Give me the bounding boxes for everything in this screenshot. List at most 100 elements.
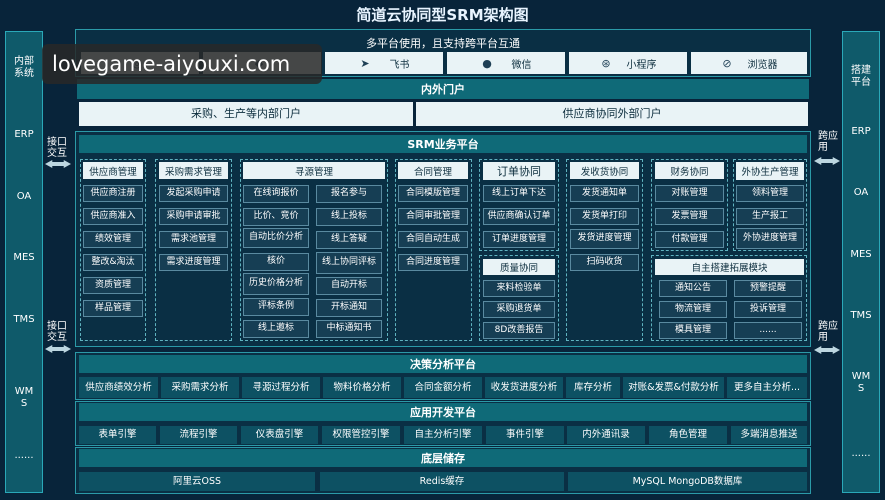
module-supplier-item[interactable]: 绩效管理 — [83, 231, 143, 248]
module-extension-item[interactable]: 投诉管理 — [734, 301, 802, 318]
module-order-item[interactable]: 订单进度管理 — [483, 231, 555, 248]
module-delivery-item[interactable]: 发货通知单 — [570, 185, 639, 202]
module-order-item[interactable]: 线上订单下达 — [483, 185, 555, 202]
module-contract-item[interactable]: 合同审批管理 — [398, 208, 468, 225]
module-outsource-item[interactable]: 生产报工 — [736, 208, 804, 225]
module-quality-head[interactable]: 质量协同 — [483, 259, 555, 275]
module-sourcing-head[interactable]: 寻源管理 — [243, 162, 385, 179]
module-sourcing-left-item[interactable]: 自动比价分析 — [243, 228, 309, 248]
module-supplier-item[interactable]: 供应商注册 — [83, 185, 143, 202]
module-sourcing-right-item[interactable]: 线上投标 — [316, 208, 382, 226]
platform-feishu[interactable]: ➤ 飞书 — [325, 52, 443, 74]
module-sourcing-right-item[interactable]: 线上协同评标 — [316, 252, 382, 274]
module-sourcing-left-item[interactable]: 线上邀标 — [243, 320, 309, 338]
module-extension-item[interactable]: ...... — [734, 322, 802, 339]
module-sourcing-left-item[interactable]: 核价 — [243, 253, 309, 271]
module-contract-item[interactable]: 合同自动生成 — [398, 231, 468, 248]
module-supplier-head[interactable]: 供应商管理 — [83, 162, 143, 179]
module-extension-item[interactable]: 通知公告 — [659, 280, 727, 297]
decision-item[interactable]: 物料价格分析 — [323, 377, 401, 398]
module-contract-item[interactable]: 合同模版管理 — [398, 185, 468, 202]
module-finance-head[interactable]: 财务协同 — [655, 162, 724, 179]
module-quality-item[interactable]: 采购退货单 — [483, 301, 555, 318]
build-platform-wms: WM S — [851, 371, 871, 394]
portal-external[interactable]: 供应商协同外部门户 — [416, 102, 808, 126]
devplatform-item[interactable]: 自主分析引擎 — [404, 426, 482, 444]
module-finance-item[interactable]: 发票管理 — [655, 208, 724, 225]
module-quality-item[interactable]: 来料检验单 — [483, 280, 555, 297]
module-order-item[interactable]: 供应商确认订单 — [483, 208, 555, 225]
module-delivery-item[interactable]: 扫码收货 — [570, 254, 639, 271]
module-outsource-head[interactable]: 外协生产管理 — [736, 162, 804, 180]
devplatform-item[interactable]: 角色管理 — [649, 426, 727, 444]
module-sourcing-right-item[interactable]: 自动开标 — [316, 277, 382, 295]
platform-wechat[interactable]: ● 微信 — [447, 52, 565, 74]
module-delivery-head[interactable]: 发收货协同 — [570, 162, 639, 179]
platform-browser[interactable]: ⊘ 浏览器 — [691, 52, 807, 74]
module-demand-item[interactable]: 需求进度管理 — [159, 254, 228, 271]
module-supplier-item[interactable]: 供应商准入 — [83, 208, 143, 225]
module-demand-head[interactable]: 采购需求管理 — [159, 162, 228, 179]
decision-item[interactable]: 寻源过程分析 — [242, 377, 320, 398]
platform-miniprogram[interactable]: ⊛ 小程序 — [569, 52, 687, 74]
decision-item[interactable]: 库存分析 — [566, 377, 620, 398]
portal-internal[interactable]: 采购、生产等内部门户 — [79, 102, 413, 126]
module-demand-item[interactable]: 采购申请审批 — [159, 208, 228, 225]
storage-item[interactable]: Redis缓存 — [320, 472, 564, 491]
storage-item[interactable]: MySQL MongoDB数据库 — [568, 472, 807, 491]
module-contract — [395, 159, 472, 341]
module-extension-head[interactable]: 自主搭建拓展模块 — [655, 259, 804, 275]
module-outsource-item[interactable]: 领料管理 — [736, 185, 804, 202]
module-extension-item[interactable]: 预警提醒 — [734, 280, 802, 297]
miniprogram-icon: ⊛ — [601, 56, 611, 70]
platform-feishu-label: 飞书 — [389, 59, 410, 71]
devplatform-item[interactable]: 表单引擎 — [79, 426, 156, 444]
build-platform-header: 搭建 平台 — [851, 65, 871, 88]
module-demand-item[interactable]: 发起采购申请 — [159, 185, 228, 202]
devplatform-item[interactable]: 内外通讯录 — [567, 426, 645, 444]
module-order — [479, 159, 559, 251]
devplatform-item[interactable]: 仪表盘引擎 — [241, 426, 318, 444]
module-sourcing-left-item[interactable]: 评标条例 — [243, 298, 309, 316]
module-extension-item[interactable]: 模具管理 — [659, 322, 727, 339]
module-delivery-item[interactable]: 发货进度管理 — [570, 229, 639, 249]
build-platform-more: ...... — [851, 448, 871, 459]
module-supplier-item[interactable]: 整改&淘汰 — [83, 254, 143, 271]
internal-system-erp: ERP — [14, 129, 34, 140]
module-sourcing-left-item[interactable]: 历史价格分析 — [243, 273, 309, 295]
devplatform-item[interactable]: 多端消息推送 — [731, 426, 807, 444]
module-order-head[interactable]: 订单协同 — [483, 162, 555, 180]
devplatform-item[interactable]: 权限管控引擎 — [322, 426, 400, 444]
storage-item[interactable]: 阿里云OSS — [79, 472, 315, 491]
decision-item[interactable]: 更多自主分析... — [727, 377, 807, 398]
decision-item[interactable]: 合同金额分析 — [404, 377, 482, 398]
module-sourcing-right-item[interactable]: 中标通知书 — [316, 320, 382, 338]
module-finance-item[interactable]: 对账管理 — [655, 185, 724, 202]
module-extension-item[interactable]: 物流管理 — [659, 301, 727, 318]
decision-item[interactable]: 对账&发票&付款分析 — [623, 377, 724, 398]
module-contract-head[interactable]: 合同管理 — [398, 162, 468, 179]
decision-item[interactable]: 采购需求分析 — [161, 377, 239, 398]
module-sourcing-right-item[interactable]: 报名参与 — [316, 185, 382, 203]
module-sourcing-left-item[interactable]: 比价、竞价 — [243, 208, 309, 226]
devplatform-item[interactable]: 流程引擎 — [160, 426, 237, 444]
module-finance — [651, 159, 728, 251]
module-sourcing-left-item[interactable]: 在线询报价 — [243, 185, 309, 203]
decision-item[interactable]: 收发货进度分析 — [485, 377, 563, 398]
module-demand-item[interactable]: 需求池管理 — [159, 231, 228, 248]
module-contract-item[interactable]: 合同进度管理 — [398, 254, 468, 271]
module-supplier-item[interactable]: 样品管理 — [83, 300, 143, 317]
module-quality-item[interactable]: 8D改善报告 — [483, 322, 555, 339]
module-delivery-item[interactable]: 发货单打印 — [570, 208, 639, 225]
browser-icon: ⊘ — [722, 56, 732, 70]
wechat-icon: ● — [482, 56, 492, 70]
module-sourcing-right-item[interactable]: 开标通知 — [316, 299, 382, 317]
devplatform-item[interactable]: 事件引擎 — [486, 426, 564, 444]
module-supplier-item[interactable]: 资质管理 — [83, 277, 143, 294]
module-finance-item[interactable]: 付款管理 — [655, 231, 724, 248]
interface-label-right-bottom: 跨应 用 — [818, 321, 838, 343]
module-sourcing-right-item[interactable]: 线上答疑 — [316, 231, 382, 249]
platform-wechat-label: 微信 — [511, 59, 532, 71]
module-outsource-item[interactable]: 外协进度管理 — [736, 228, 804, 249]
decision-item[interactable]: 供应商绩效分析 — [79, 377, 158, 398]
